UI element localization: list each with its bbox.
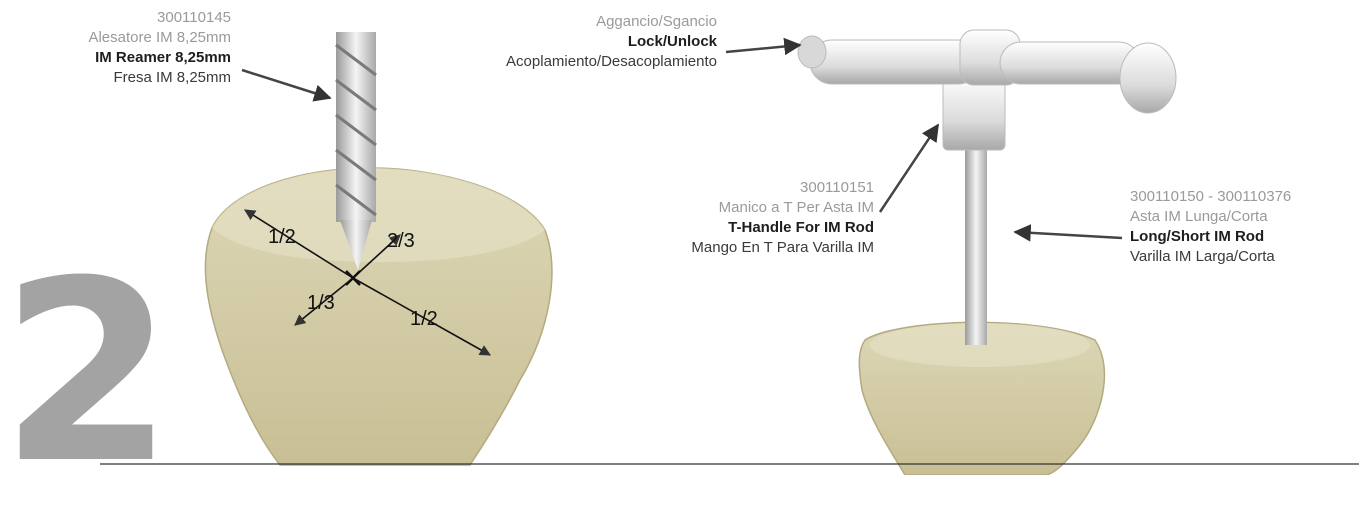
rod-callout: 300110150 - 300110376 Asta IM Lunga/Cort… [1130, 187, 1291, 267]
t-handle-spanish: Mango En T Para Varilla IM [691, 238, 874, 258]
rod-italian: Asta IM Lunga/Corta [1130, 207, 1291, 227]
t-handle-callout: 300110151 Manico a T Per Asta IM T-Handl… [691, 178, 874, 258]
reamer-code: 300110145 [88, 8, 231, 28]
reamer-italian: Alesatore IM 8,25mm [88, 28, 231, 48]
t-handle-illustration [798, 30, 1176, 150]
fraction-left-half: 1/2 [268, 227, 296, 247]
reamer-callout: 300110145 Alesatore IM 8,25mm IM Reamer … [88, 8, 231, 88]
fraction-right-half: 1/2 [410, 309, 438, 329]
rod-spanish: Varilla IM Larga/Corta [1130, 247, 1291, 267]
reamer-spanish: Fresa IM 8,25mm [88, 68, 231, 88]
lock-callout: Aggancio/Sgancio Lock/Unlock Acoplamient… [506, 12, 717, 72]
tibia-left-illustration [205, 168, 551, 465]
lock-english: Lock/Unlock [506, 32, 717, 52]
lock-italian: Aggancio/Sgancio [506, 12, 717, 32]
fraction-two-thirds: 2/3 [387, 231, 415, 251]
t-handle-code: 300110151 [691, 178, 874, 198]
reamer-english: IM Reamer 8,25mm [88, 48, 231, 68]
step-number: 2 [0, 270, 120, 475]
rod-code: 300110150 - 300110376 [1130, 187, 1291, 207]
im-rod-illustration [965, 140, 987, 345]
tibia-right-illustration [859, 322, 1104, 475]
fraction-one-third: 1/3 [307, 293, 335, 313]
t-handle-english: T-Handle For IM Rod [691, 218, 874, 238]
t-handle-italian: Manico a T Per Asta IM [691, 198, 874, 218]
lock-spanish: Acoplamiento/Desacoplamiento [506, 52, 717, 72]
rod-english: Long/Short IM Rod [1130, 227, 1291, 247]
